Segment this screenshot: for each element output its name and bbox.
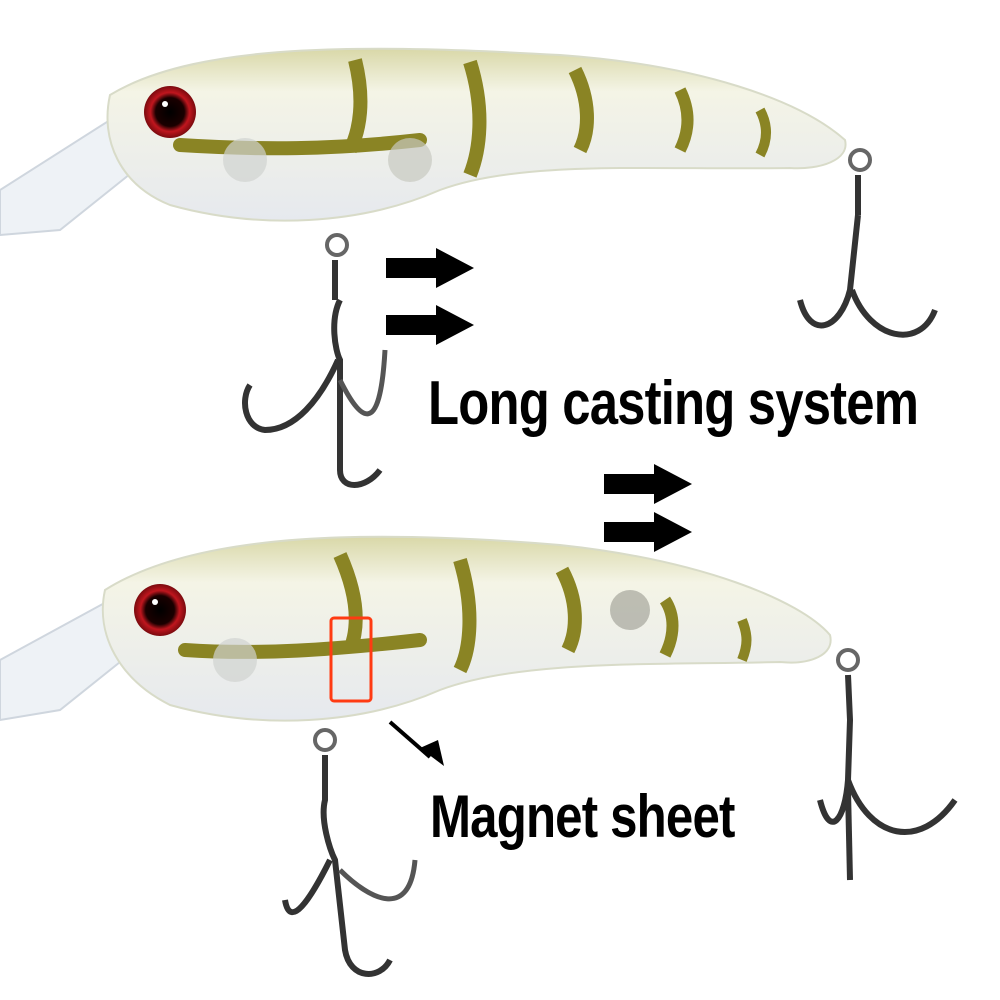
lower-lure	[0, 535, 958, 977]
upper-arrows	[386, 248, 474, 345]
magnet-pointer-arrow	[388, 720, 444, 766]
magnet-sheet-highlight-box	[329, 616, 373, 703]
long-casting-label: Long casting system	[428, 369, 919, 438]
lower-arrows	[604, 464, 692, 552]
magnet-sheet-label: Magnet sheet	[430, 783, 735, 850]
upper-lure	[0, 47, 938, 488]
